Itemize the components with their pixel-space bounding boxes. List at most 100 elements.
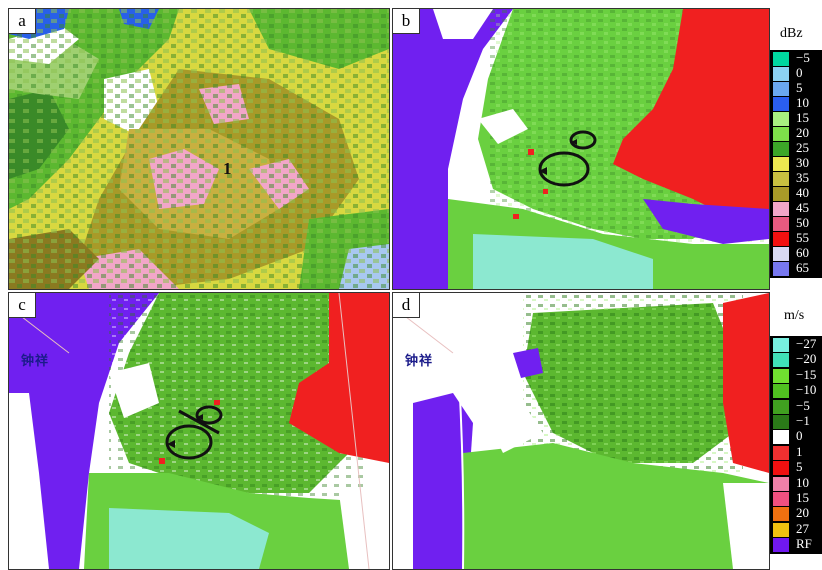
velocity-legend-swatch [773, 338, 789, 352]
velocity-legend-swatch [773, 476, 789, 491]
panel-a-reflectivity: a 1 [8, 8, 390, 290]
reflectivity-image-b [393, 9, 769, 289]
reflectivity-legend-swatch [773, 52, 789, 66]
velocity-legend-entry: −15 [770, 366, 822, 383]
velocity-image-d [393, 293, 769, 569]
reflectivity-legend-swatch [773, 247, 789, 261]
city-label-d: 钟祥 [405, 354, 434, 369]
reflectivity-legend-label: 50 [796, 215, 809, 230]
reflectivity-legend-entry: −5 [770, 50, 822, 66]
reflectivity-legend-label: 60 [796, 245, 809, 260]
velocity-legend-entry: 20 [770, 505, 822, 522]
velocity-legend-swatch [773, 430, 789, 445]
velocity-legend-swatch [773, 399, 789, 414]
velocity-legend-swatch [773, 368, 789, 383]
storm-cell-annotation: 1 [223, 159, 232, 178]
velocity-legend-label: −10 [796, 382, 817, 398]
reflectivity-legend-swatch [773, 157, 789, 171]
velocity-legend-entry: RF [770, 536, 822, 553]
reflectivity-legend-entry: 35 [770, 170, 822, 186]
velocity-legend-label: −27 [796, 336, 817, 351]
reflectivity-legend-entry: 15 [770, 110, 822, 126]
reflectivity-legend-swatch [773, 262, 789, 276]
reflectivity-legend-label: 35 [796, 170, 809, 185]
velocity-legend-label: 27 [796, 520, 809, 536]
reflectivity-legend-swatch [773, 142, 789, 156]
velocity-legend-entry: 10 [770, 474, 822, 491]
reflectivity-legend-swatch [773, 202, 789, 216]
velocity-legend-swatch [773, 415, 789, 429]
velocity-legend-label: −15 [796, 366, 817, 382]
velocity-legend-entry: 27 [770, 520, 822, 537]
reflectivity-legend-swatch [773, 97, 789, 111]
reflectivity-legend-entry: 30 [770, 155, 822, 171]
reflectivity-legend-title: dBz [780, 26, 803, 41]
velocity-legend-entry: 1 [770, 443, 822, 460]
velocity-legend-entry: 0 [770, 428, 822, 445]
reflectivity-legend-entry: 65 [770, 260, 822, 276]
panel-label-a: a [9, 9, 36, 34]
reflectivity-legend-label: 65 [796, 260, 809, 275]
velocity-legend-swatch [773, 384, 789, 399]
panel-label-d: d [393, 293, 420, 318]
reflectivity-legend-label: 45 [796, 200, 809, 215]
velocity-legend-entry: −5 [770, 397, 822, 414]
reflectivity-legend-label: 5 [796, 80, 803, 95]
reflectivity-legend-entry: 50 [770, 215, 822, 231]
reflectivity-legend-entry: 20 [770, 125, 822, 141]
reflectivity-legend-swatch [773, 187, 789, 201]
velocity-legend-entry: −1 [770, 413, 822, 429]
reflectivity-legend-label: 10 [796, 95, 809, 110]
reflectivity-legend-swatch [773, 217, 789, 231]
velocity-legend-swatch [773, 445, 789, 460]
velocity-legend-entry: −10 [770, 382, 822, 399]
panel-d-velocity: d 钟祥 [392, 292, 770, 570]
velocity-legend-entry: 5 [770, 459, 822, 476]
reflectivity-legend-swatch [773, 172, 789, 186]
reflectivity-legend-swatch [773, 127, 789, 141]
reflectivity-legend-label: −5 [796, 50, 810, 65]
panel-label-c: c [9, 293, 36, 318]
velocity-legend-entry: −20 [770, 351, 822, 368]
reflectivity-legend-label: 15 [796, 110, 809, 125]
reflectivity-image-a [9, 9, 389, 289]
velocity-legend-label: 10 [796, 474, 809, 490]
velocity-legend-swatch [773, 522, 789, 537]
velocity-legend-swatch [773, 353, 789, 368]
velocity-legend-swatch [773, 538, 789, 553]
velocity-legend-entry: −27 [770, 336, 822, 352]
velocity-legend-label: −1 [796, 413, 810, 428]
velocity-legend-swatch [773, 492, 789, 506]
reflectivity-legend-swatch [773, 67, 789, 81]
reflectivity-legend-entry: 55 [770, 230, 822, 246]
city-label-c: 钟祥 [21, 354, 50, 369]
reflectivity-legend-entry: 25 [770, 140, 822, 156]
velocity-legend-label: 15 [796, 490, 809, 505]
panel-label-b: b [393, 9, 420, 34]
reflectivity-legend-label: 25 [796, 140, 809, 155]
reflectivity-legend-label: 55 [796, 230, 809, 245]
velocity-legend-title: m/s [784, 308, 805, 323]
velocity-image-c [9, 293, 389, 569]
reflectivity-legend-swatch [773, 232, 789, 246]
reflectivity-legend-swatch [773, 82, 789, 96]
velocity-legend-label: 1 [796, 443, 803, 459]
velocity-legend-label: 20 [796, 505, 809, 521]
velocity-legend-label: 5 [796, 459, 803, 475]
reflectivity-legend-entry: 45 [770, 200, 822, 216]
reflectivity-legend-label: 30 [796, 155, 809, 170]
reflectivity-legend-entry: 5 [770, 80, 822, 96]
panel-c-velocity: c 钟祥 [8, 292, 390, 570]
velocity-legend-swatch [773, 507, 789, 522]
velocity-legend-entry: 15 [770, 490, 822, 506]
reflectivity-legend-label: 40 [796, 185, 809, 200]
reflectivity-legend-entry: 40 [770, 185, 822, 201]
velocity-legend-label: −5 [796, 397, 810, 413]
velocity-legend-label: −20 [796, 351, 817, 367]
panel-b-reflectivity: b [392, 8, 770, 290]
reflectivity-legend-entry: 0 [770, 65, 822, 81]
